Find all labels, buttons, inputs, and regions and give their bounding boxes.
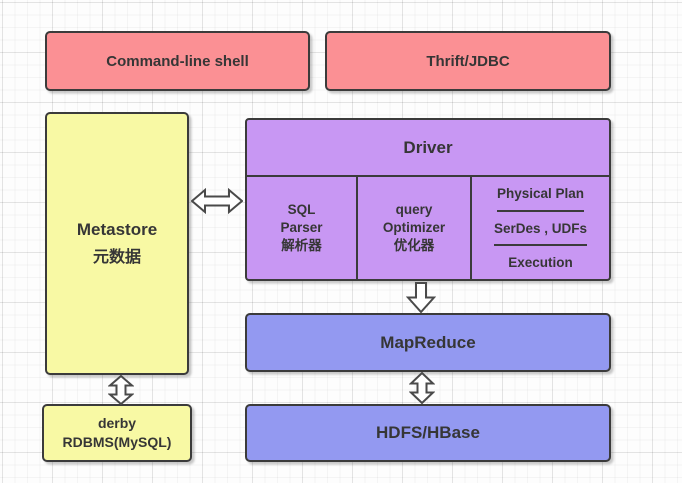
node-label: Command-line shell	[106, 52, 249, 70]
node-label: Optimizer	[382, 219, 446, 235]
node-physical-plan: Physical Plan	[496, 177, 585, 212]
bidirectional-vertical-arrow-icon	[108, 375, 134, 405]
node-label: derby	[97, 415, 137, 432]
node-label-zh: 优化器	[393, 238, 435, 254]
node-sql-parser: SQL Parser 解析器	[247, 177, 358, 279]
down-arrow-icon	[406, 282, 436, 313]
node-hdfs-hbase: HDFS/HBase	[245, 404, 611, 462]
node-label: Parser	[280, 219, 323, 235]
node-thrift-jdbc: Thrift/JDBC	[325, 31, 611, 91]
node-label: RDBMS(MySQL)	[62, 434, 172, 450]
node-label: SQL	[287, 201, 316, 217]
node-label: Execution	[508, 255, 573, 271]
node-label: Driver	[403, 137, 453, 157]
node-label: SerDes , UDFs	[493, 220, 588, 236]
node-label-zh: 解析器	[281, 238, 322, 254]
node-execution: Execution	[508, 246, 573, 279]
node-mapreduce: MapReduce	[245, 313, 611, 372]
node-metastore: Metastore 元数据	[45, 112, 189, 375]
node-query-optimizer: query Optimizer 优化器	[358, 177, 472, 279]
node-label: Metastore	[76, 220, 158, 239]
node-label: HDFS/HBase	[376, 423, 480, 442]
node-label: Thrift/JDBC	[426, 52, 510, 70]
bidirectional-vertical-arrow-icon	[409, 372, 435, 404]
node-serdes-udfs: SerDes , UDFs	[493, 212, 588, 247]
node-label: query	[395, 201, 433, 217]
driver-subcomponents: SQL Parser 解析器 query Optimizer 优化器 Physi…	[247, 177, 609, 279]
node-label: MapReduce	[380, 332, 476, 352]
node-derby-rdbms: derby RDBMS(MySQL)	[42, 404, 192, 462]
node-driver-group: Driver SQL Parser 解析器 query Optimizer 优化…	[245, 118, 611, 281]
bidirectional-horizontal-arrow-icon	[191, 188, 243, 214]
node-driver-header: Driver	[247, 120, 609, 177]
node-label-zh: 元数据	[92, 249, 141, 266]
node-label: Physical Plan	[496, 185, 585, 201]
driver-right-column: Physical Plan SerDes , UDFs Execution	[472, 177, 609, 279]
node-command-line-shell: Command-line shell	[45, 31, 310, 91]
